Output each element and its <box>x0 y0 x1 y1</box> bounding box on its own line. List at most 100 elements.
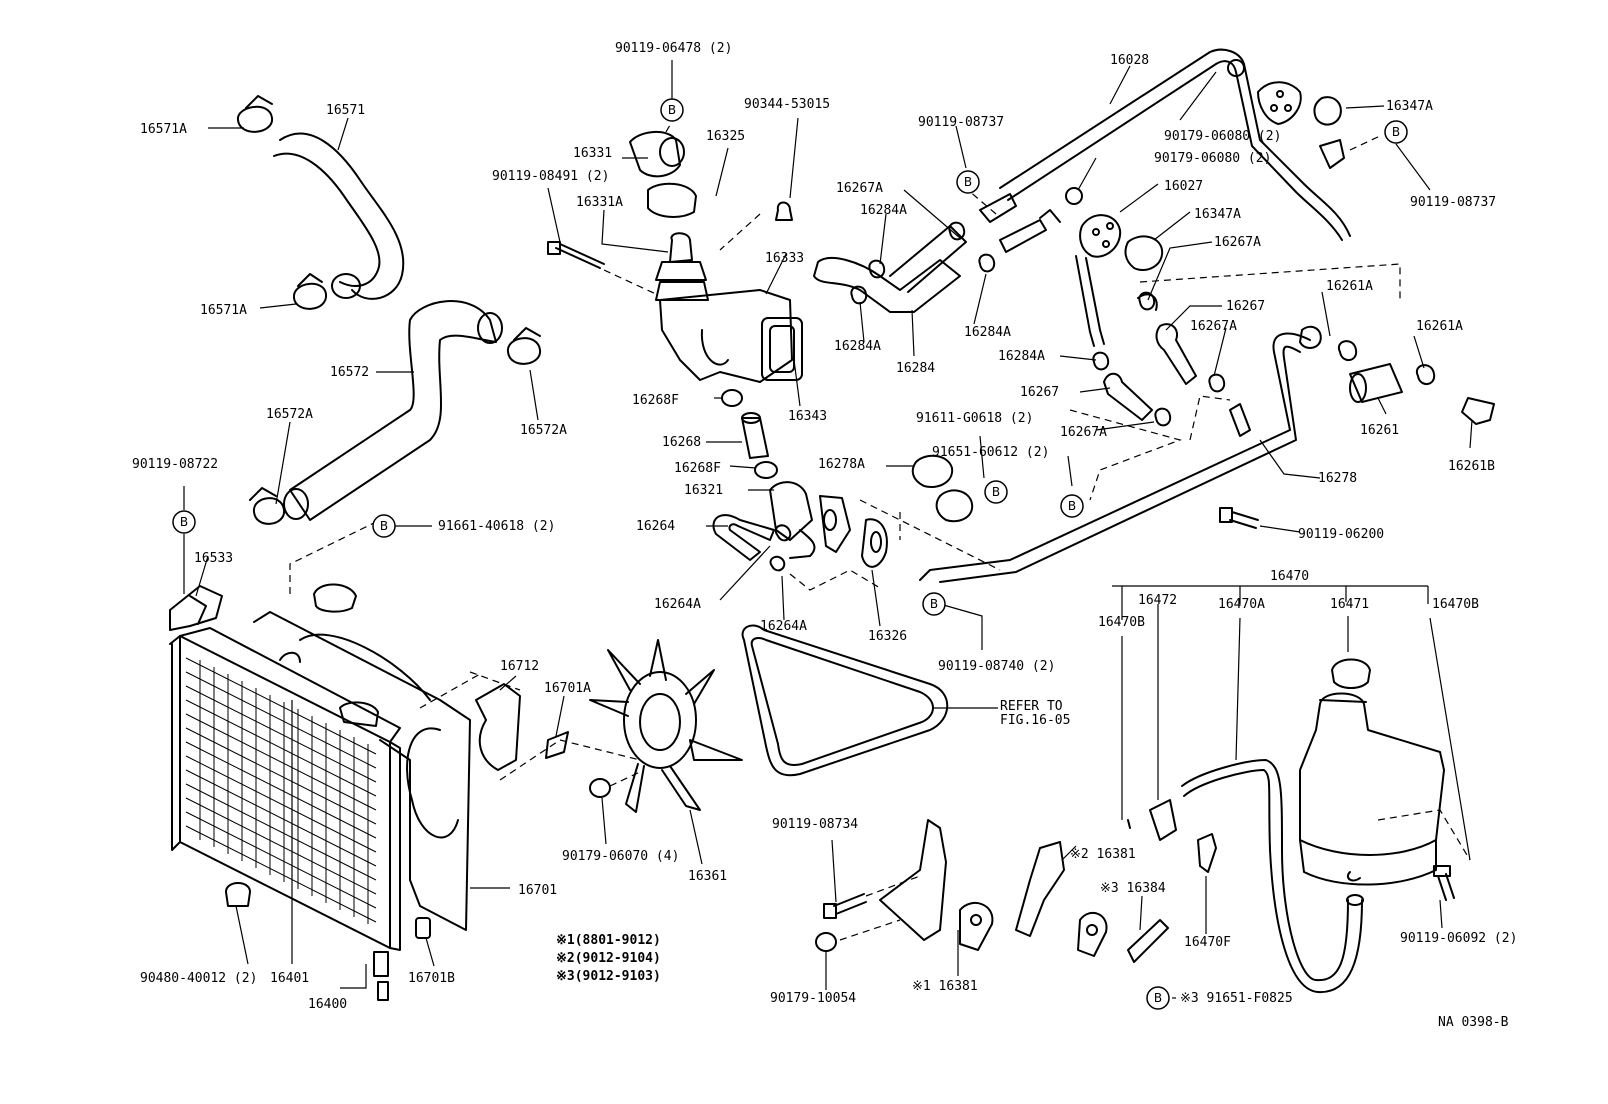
part-label: 16331 <box>573 146 612 161</box>
part-label: 16267A <box>836 181 883 196</box>
badge-b: B <box>172 510 196 534</box>
radiator-core-fins <box>185 657 377 924</box>
svg-text:B: B <box>380 519 388 533</box>
applicability-note: ※3(9012-9103) <box>556 969 661 984</box>
fan-shroud <box>253 611 641 931</box>
part-label: 16267 <box>1226 299 1265 314</box>
part-label: 16261 <box>1360 423 1399 438</box>
part-label: 16278A <box>818 457 865 472</box>
part-label: 16401 <box>270 971 309 986</box>
svg-text:B: B <box>930 597 938 611</box>
part-label: 16284A <box>860 203 907 218</box>
svg-text:B: B <box>992 485 1000 499</box>
part-label: 16347A <box>1386 99 1433 114</box>
part-label: 90480-40012 (2) <box>140 971 257 986</box>
part-label: 16027 <box>1164 179 1203 194</box>
part-label: 16470B <box>1432 597 1479 612</box>
part-label: 16261A <box>1416 319 1463 334</box>
part-label: 16284A <box>834 339 881 354</box>
part-label: 16278 <box>1318 471 1357 486</box>
part-label: 90344-53015 <box>744 97 830 112</box>
part-label: 90119-08740 (2) <box>938 659 1055 674</box>
part-label: ※1 16381 <box>912 979 978 994</box>
part-label: 16267A <box>1190 319 1237 334</box>
mounting-brackets <box>815 819 1169 963</box>
part-label: 16326 <box>868 629 907 644</box>
part-label: 16261A <box>1326 279 1373 294</box>
drive-belt <box>741 624 949 777</box>
part-label: 16268 <box>662 435 701 450</box>
part-label: 16028 <box>1110 53 1149 68</box>
part-label: 90119-06200 <box>1298 527 1384 542</box>
part-label: 16325 <box>706 129 745 144</box>
part-label: 16264A <box>654 597 701 612</box>
water-bypass-pipes <box>813 48 1495 583</box>
svg-text:B: B <box>1392 125 1400 139</box>
coolant-reservoir <box>1127 658 1471 994</box>
part-label: 16470A <box>1218 597 1265 612</box>
part-label: 16331A <box>576 195 623 210</box>
part-label: 90119-06092 (2) <box>1400 931 1517 946</box>
svg-text:B: B <box>964 175 972 189</box>
part-label: 16267A <box>1060 425 1107 440</box>
part-label: 16571A <box>200 303 247 318</box>
part-label: REFER TO <box>1000 699 1063 714</box>
part-label: 90179-06070 (4) <box>562 849 679 864</box>
svg-text:B: B <box>180 515 188 529</box>
badge-b: B <box>372 514 396 538</box>
part-label: 16268F <box>674 461 721 476</box>
badge-b: B <box>1384 120 1408 144</box>
part-label: 90179-06080 (2) <box>1154 151 1271 166</box>
badge-b: B <box>1060 494 1084 518</box>
part-label: 91651-60612 (2) <box>932 445 1049 460</box>
part-label: 16284A <box>964 325 1011 340</box>
part-label: 90119-08737 <box>918 115 1004 130</box>
part-label: 16701B <box>408 971 455 986</box>
part-label: 16470F <box>1184 935 1231 950</box>
svg-text:B: B <box>668 103 676 117</box>
part-label: 91661-40618 (2) <box>438 519 555 534</box>
part-label: 16712 <box>500 659 539 674</box>
part-label: 16470 <box>1270 569 1309 584</box>
reference-badges: B B B B B B B B B <box>172 98 1408 1010</box>
part-label: 90119-08722 <box>132 457 218 472</box>
part-label: 16470B <box>1098 615 1145 630</box>
part-label: 16333 <box>765 251 804 266</box>
part-label: 16533 <box>194 551 233 566</box>
part-label: ※3 91651-F0825 <box>1180 991 1293 1006</box>
part-label: 90119-08734 <box>772 817 858 832</box>
part-label: ※2 16381 <box>1070 847 1136 862</box>
radiator-hoses <box>169 95 542 631</box>
part-label: 16343 <box>788 409 827 424</box>
part-label: 16264A <box>760 619 807 634</box>
applicability-note: ※2(9012-9104) <box>556 951 661 966</box>
part-label: 90119-08491 (2) <box>492 169 609 184</box>
part-label: 16571 <box>326 103 365 118</box>
badge-b: B <box>660 98 684 122</box>
part-label: FIG.16-05 <box>1000 713 1070 728</box>
part-label: 16361 <box>688 869 727 884</box>
part-label: 16267A <box>1214 235 1261 250</box>
badge-b: B <box>1146 986 1170 1010</box>
part-label: 90119-06478 (2) <box>615 41 732 56</box>
part-label: 90119-08737 <box>1410 195 1496 210</box>
cooling-fan <box>589 639 743 813</box>
part-label: 16267 <box>1020 385 1059 400</box>
water-outlet-group <box>547 117 888 591</box>
applicability-note: ※1(8801-9012) <box>556 933 661 948</box>
part-label: 90179-10054 <box>770 991 856 1006</box>
part-label: 16264 <box>636 519 675 534</box>
part-label: 91611-G0618 (2) <box>916 411 1033 426</box>
part-label: 16572 <box>330 365 369 380</box>
part-labels: 90119-06478 (2) 90344-53015 16331 16325 … <box>132 41 1517 1030</box>
badge-b: B <box>984 480 1008 504</box>
figure-id: NA 0398-B <box>1438 1015 1509 1030</box>
part-label: 16572A <box>266 407 313 422</box>
badge-b: B <box>956 170 980 194</box>
part-label: 16400 <box>308 997 347 1012</box>
svg-text:B: B <box>1068 499 1076 513</box>
part-label: 16701 <box>518 883 557 898</box>
part-label: 16284 <box>896 361 935 376</box>
part-label: 16472 <box>1138 593 1177 608</box>
